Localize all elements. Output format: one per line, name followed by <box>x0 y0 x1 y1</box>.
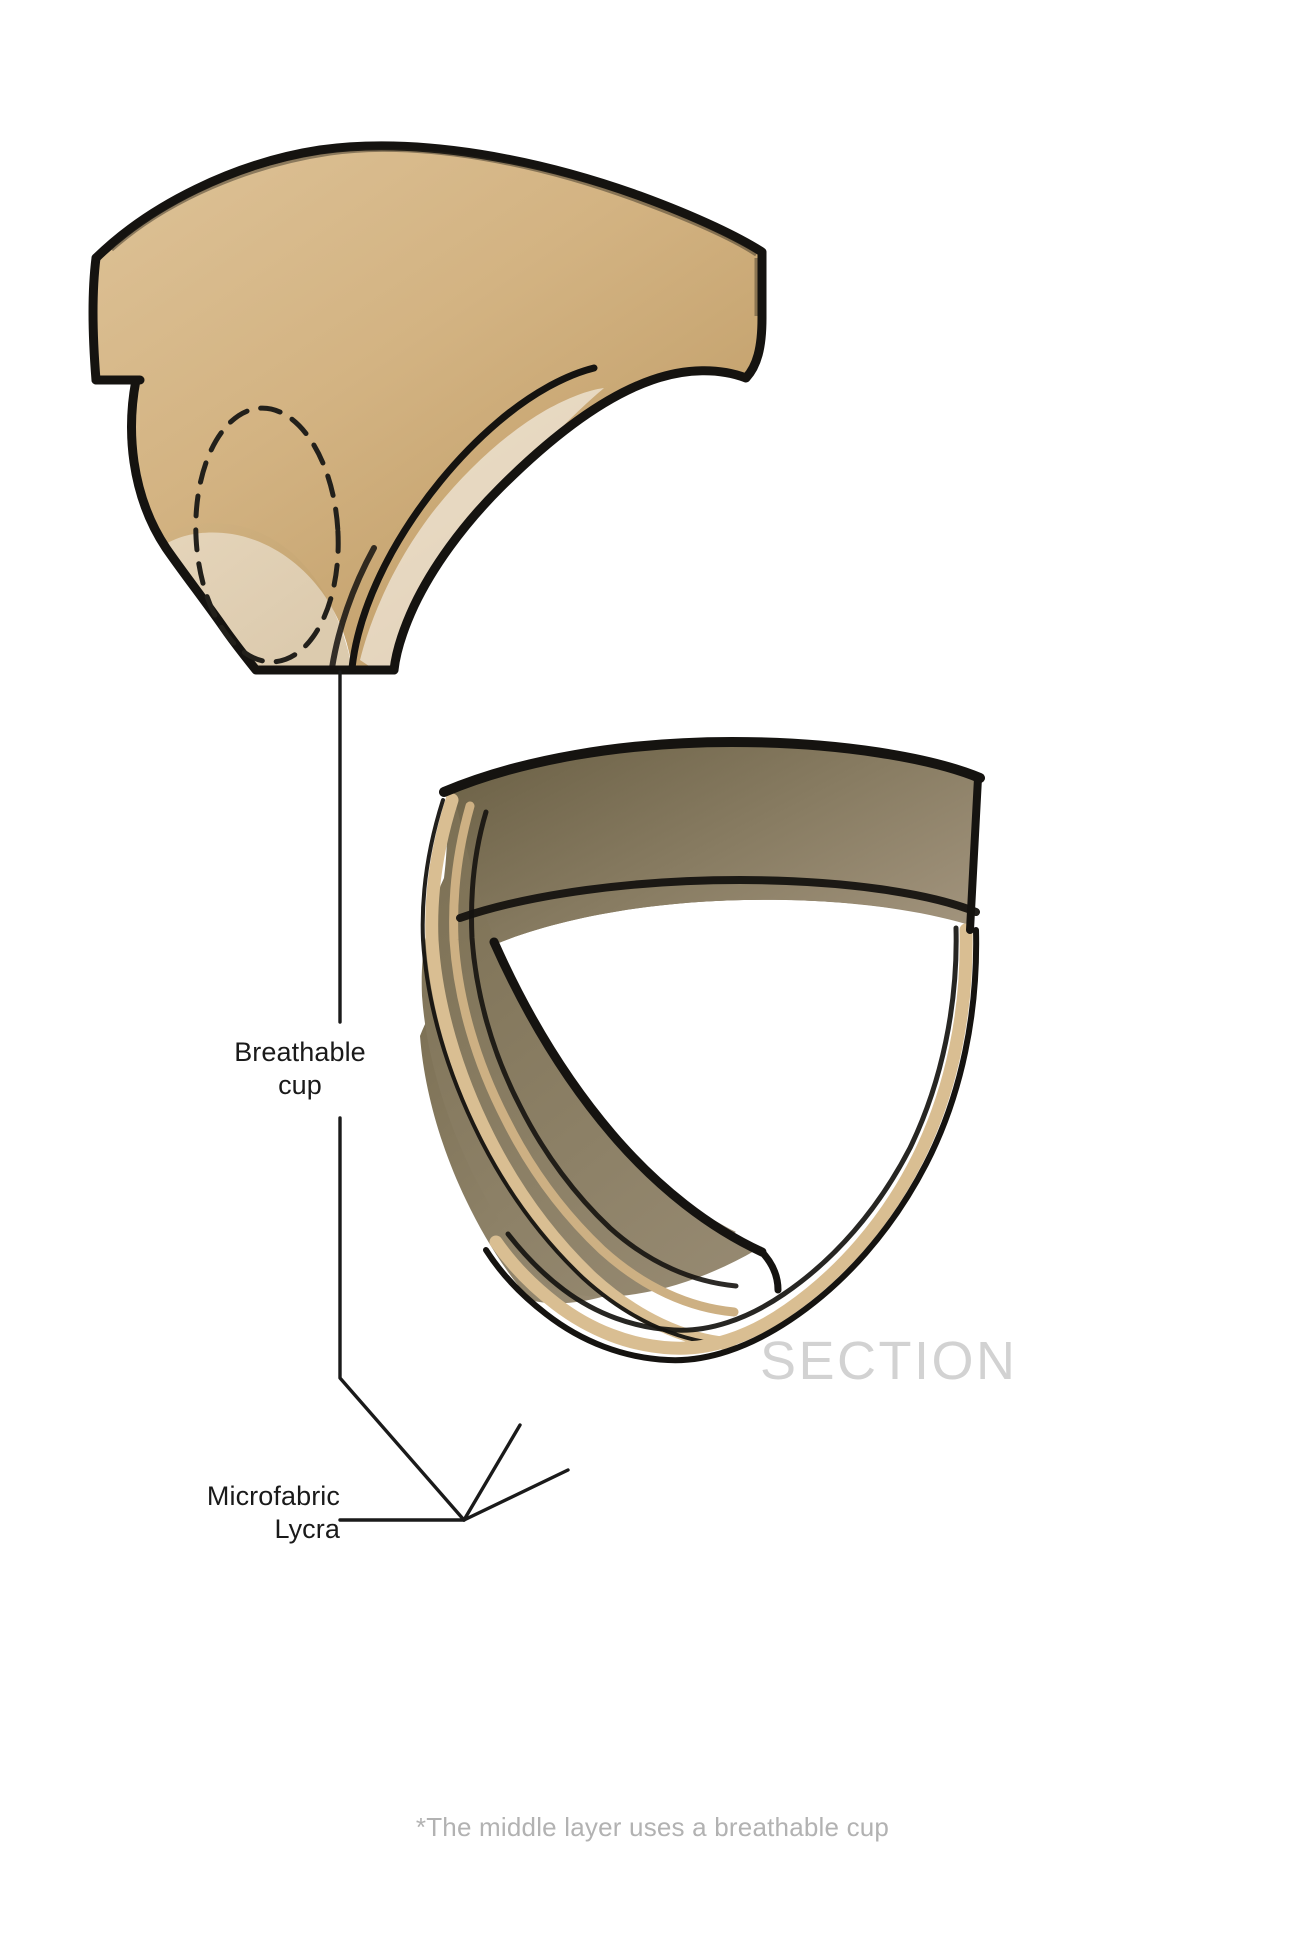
section-view-right-piping-ink-inner <box>505 925 959 1333</box>
front-view-waistband-seam <box>111 148 757 257</box>
section-view-band-outline-bottom <box>456 875 980 922</box>
section-view-band-outline-top <box>439 736 985 797</box>
footnote-text: *The middle layer uses a breathable cup <box>415 1812 890 1842</box>
leader-microfabric-branch-lower <box>462 1468 570 1522</box>
section-view-right-piping <box>489 923 973 1355</box>
front-view-strap-inner-seam <box>329 545 377 671</box>
section-view-right-piping-ink-outer <box>483 927 980 1364</box>
front-view-garment <box>88 141 767 675</box>
leader-microfabric-stem <box>338 1116 466 1522</box>
front-view-outline <box>91 141 767 675</box>
front-view-left-panel <box>135 380 352 668</box>
section-view-piping-outer <box>425 793 737 1351</box>
section-view-band-right-edge <box>966 774 982 934</box>
section-view-piping-outer-ink <box>420 798 723 1346</box>
section-view-body-outline <box>489 937 767 1257</box>
section-view-piping-inner-ink <box>469 809 739 1289</box>
section-view-watermark: SECTION <box>760 1331 1018 1391</box>
callout-leader-lines <box>338 670 570 1522</box>
callout-label-breathable-cup: Breathable cup <box>234 1037 366 1101</box>
section-view-lower-closure <box>756 1246 782 1294</box>
callout-label-microfabric-lycra: Microfabric Lycra <box>206 1481 340 1545</box>
section-view-garment <box>420 736 985 1364</box>
leader-microfabric-branch-upper <box>462 1423 522 1522</box>
breathable-cup-dashed-panel <box>193 405 341 665</box>
front-view-strap-seam <box>348 364 598 672</box>
section-view-piping-mid <box>449 801 739 1317</box>
